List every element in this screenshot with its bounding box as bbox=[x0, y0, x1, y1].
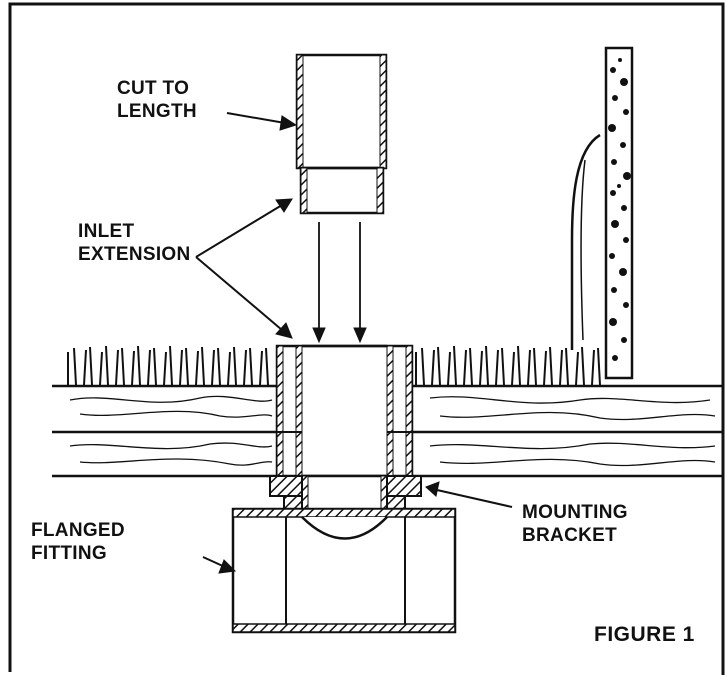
leader-arrows bbox=[195, 112, 513, 574]
label-cut-to-length-line2: LENGTH bbox=[117, 101, 197, 122]
flanged-fitting bbox=[231, 507, 457, 634]
label-flanged-fitting: FLANGED FITTING bbox=[31, 519, 125, 565]
floor-subfloor bbox=[52, 384, 723, 478]
label-cut-to-length-line1: CUT TO bbox=[117, 78, 190, 99]
label-flanged-fitting-line1: FLANGED bbox=[31, 520, 125, 541]
label-mounting-bracket: MOUNTING BRACKET bbox=[522, 501, 628, 547]
label-cut-to-length: CUT TO LENGTH bbox=[117, 77, 197, 123]
carpet bbox=[67, 345, 601, 386]
figure-caption: FIGURE 1 bbox=[594, 623, 695, 646]
label-mounting-bracket-line1: MOUNTING bbox=[522, 502, 628, 523]
label-inlet-extension-line2: EXTENSION bbox=[78, 244, 191, 265]
insertion-arrows bbox=[312, 222, 367, 344]
label-flanged-fitting-line2: FITTING bbox=[31, 543, 107, 564]
wall-stud bbox=[570, 46, 634, 380]
inlet-extension-upper bbox=[295, 53, 388, 215]
label-inlet-extension: INLET EXTENSION bbox=[78, 220, 191, 266]
label-inlet-extension-line1: INLET bbox=[78, 221, 135, 242]
label-mounting-bracket-line2: BRACKET bbox=[522, 525, 617, 546]
figure-frame bbox=[8, 2, 725, 675]
